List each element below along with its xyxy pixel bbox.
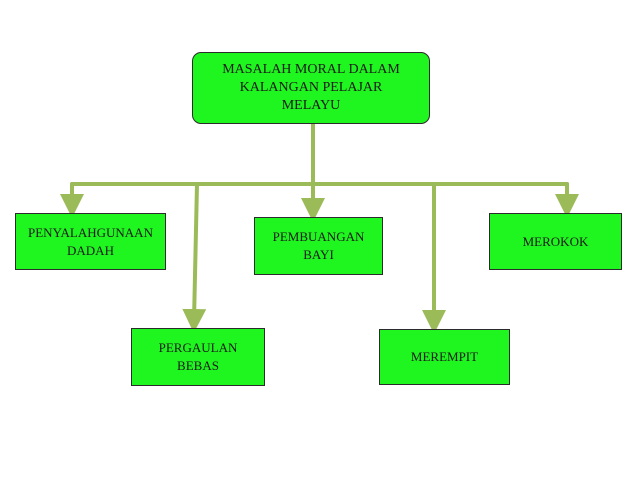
node-merempit: MEREMPIT xyxy=(379,329,510,385)
node-label-line-1: MEREMPIT xyxy=(410,349,479,364)
root-label-line-3: MELAYU xyxy=(281,98,341,113)
node-label-line-2: DADAH xyxy=(67,242,114,258)
root-label-line-2: KALANGAN PELAJAR xyxy=(239,80,383,95)
node-label-line-1: PERGAULAN xyxy=(158,340,238,355)
node-label-line-1: PENYALAHGUNAAN xyxy=(28,224,153,240)
connector-to-pergaulan-bebas xyxy=(182,182,207,333)
node-label-line-1: MEROKOK xyxy=(522,233,589,249)
node-pergaulan-bebas: PERGAULAN BEBAS xyxy=(131,328,265,386)
root-label-line-1: MASALAH MORAL DALAM xyxy=(222,62,400,77)
node-label-line-1: PEMBUANGAN xyxy=(272,229,365,244)
node-pembuangan-bayi: PEMBUANGAN BAYI xyxy=(254,217,383,275)
node-label-line-2: BAYI xyxy=(303,247,334,262)
root-node-masalah-moral: MASALAH MORAL DALAM KALANGAN PELAJAR MEL… xyxy=(192,52,430,124)
node-label-line-2: BEBAS xyxy=(177,358,219,373)
node-penyalahgunaan-dadah: PENYALAHGUNAAN DADAH xyxy=(15,213,166,270)
node-merokok: MEROKOK xyxy=(489,213,622,270)
